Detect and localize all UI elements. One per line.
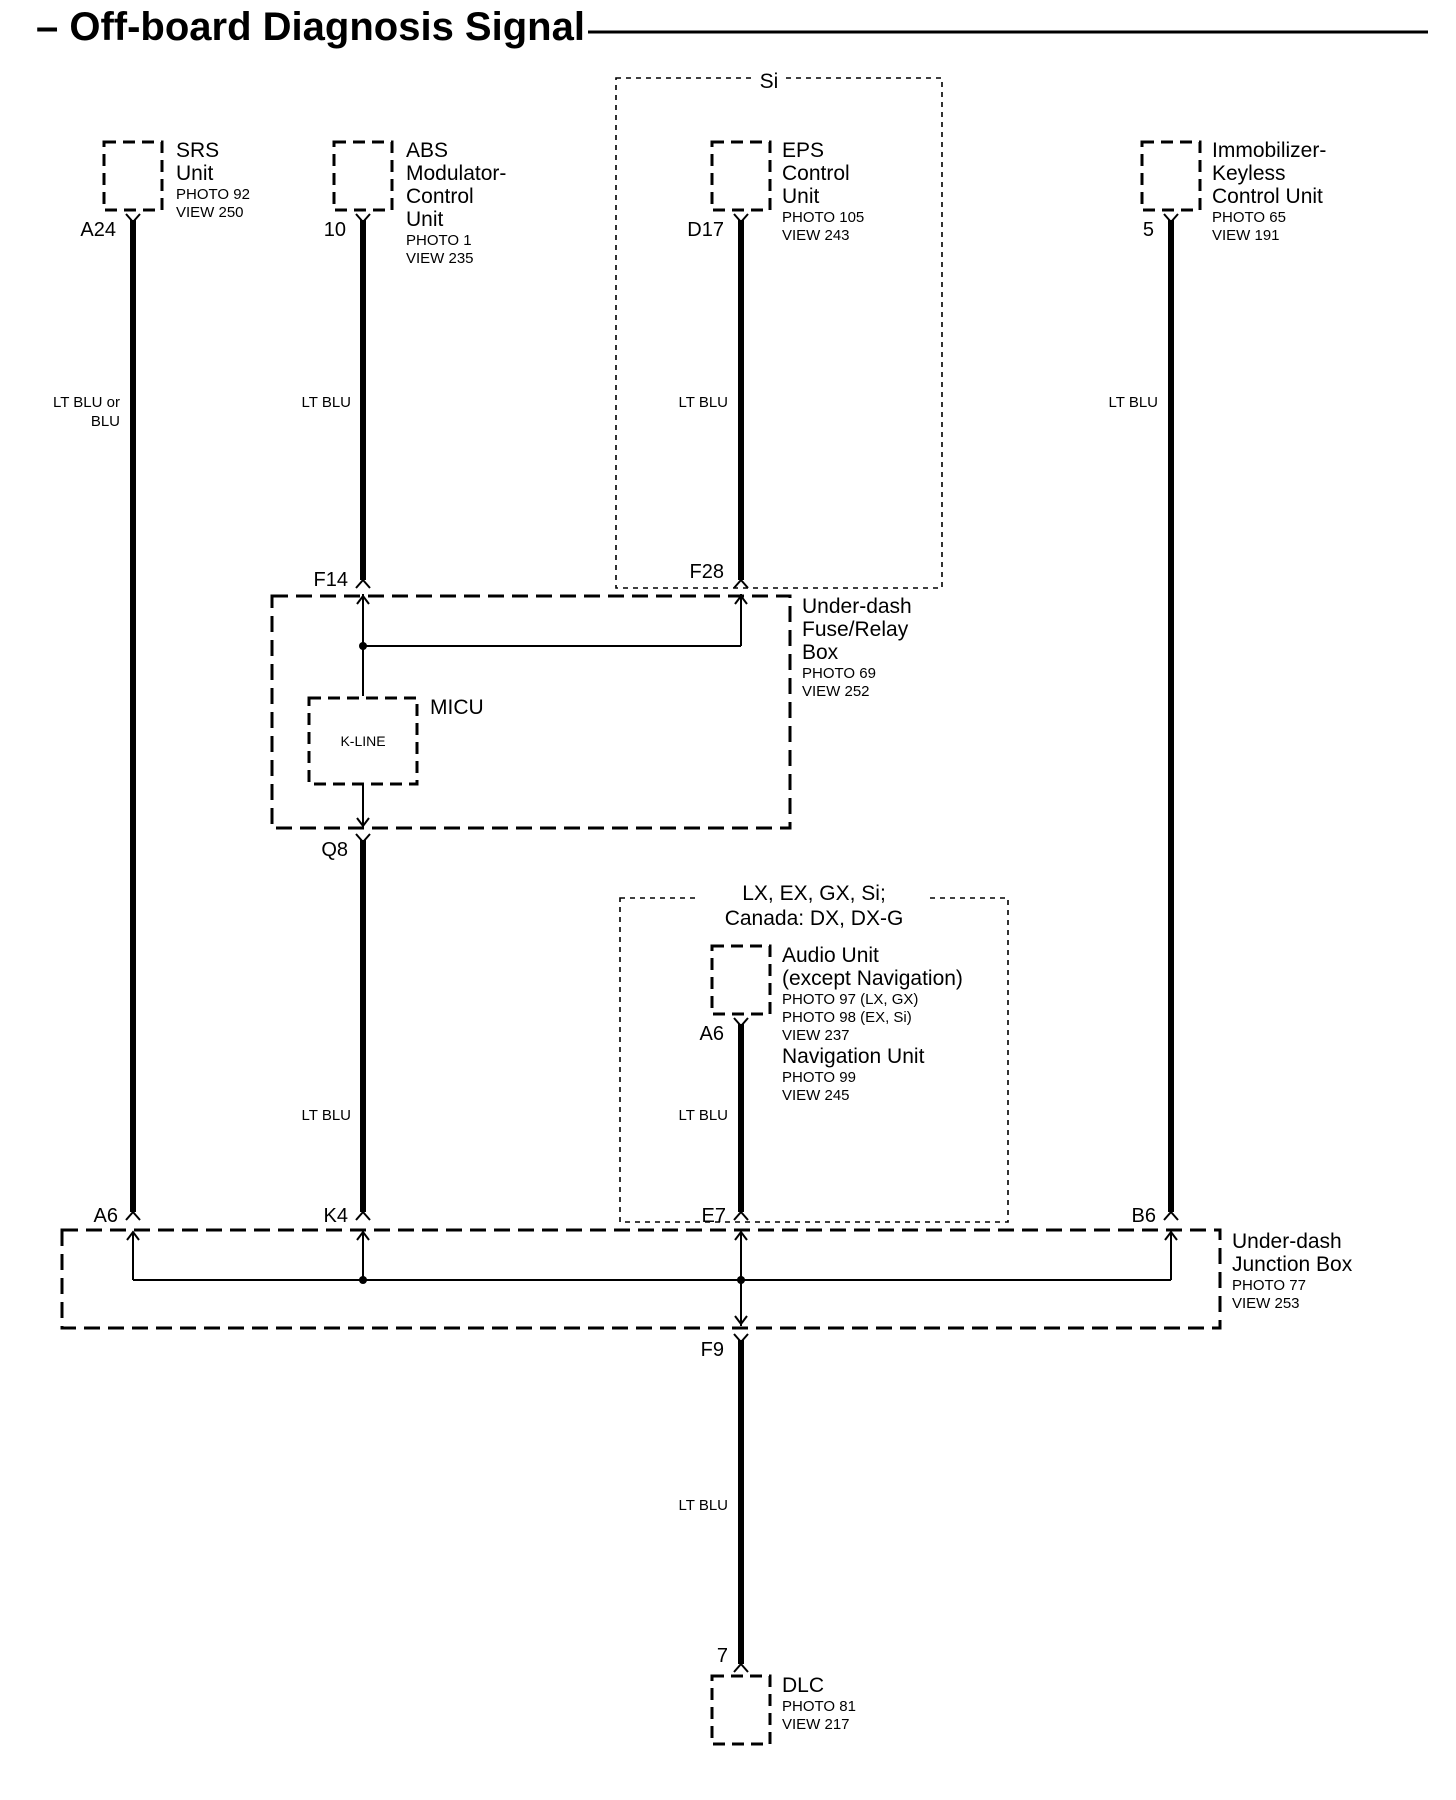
navigation-unit-label: Navigation Unit PHOTO 99 VIEW 245 xyxy=(782,1045,925,1104)
eps-unit-connector xyxy=(710,140,772,212)
wire-color-micu: LT BLU xyxy=(302,1107,351,1124)
svg-text:PHOTO 99: PHOTO 99 xyxy=(782,1069,856,1086)
srs-unit-label: SRS Unit PHOTO 92 VIEW 250 xyxy=(176,139,250,221)
si-variant-label: Si xyxy=(760,70,779,93)
wire-color-abs: LT BLU xyxy=(302,394,351,411)
svg-text:VIEW 191: VIEW 191 xyxy=(1212,227,1280,244)
svg-text:VIEW 217: VIEW 217 xyxy=(782,1716,850,1733)
junction-box-label: Under-dash Junction Box PHOTO 77 VIEW 25… xyxy=(1232,1230,1353,1312)
svg-text:SRS: SRS xyxy=(176,139,219,162)
abs-unit-connector xyxy=(332,140,394,212)
svg-text:PHOTO 69: PHOTO 69 xyxy=(802,665,876,682)
svg-text:Control: Control xyxy=(782,162,850,185)
svg-text:Modulator-: Modulator- xyxy=(406,162,506,185)
pin-e7: E7 xyxy=(702,1205,726,1227)
svg-text:PHOTO 1: PHOTO 1 xyxy=(406,232,472,249)
svg-text:Audio Unit: Audio Unit xyxy=(782,944,879,967)
audio-variant-label-2: Canada: DX, DX-G xyxy=(725,907,904,930)
svg-text:PHOTO 77: PHOTO 77 xyxy=(1232,1277,1306,1294)
micu-k-line-label: K-LINE xyxy=(340,733,385,749)
svg-text:Control Unit: Control Unit xyxy=(1212,185,1323,208)
audio-unit-connector xyxy=(710,944,772,1016)
wire-color-immobilizer: LT BLU xyxy=(1109,394,1158,411)
pin-d17: D17 xyxy=(687,219,724,241)
svg-text:Immobilizer-: Immobilizer- xyxy=(1212,139,1326,162)
wire-color-audio: LT BLU xyxy=(679,1107,728,1124)
fuse-relay-box-label: Under-dash Fuse/Relay Box PHOTO 69 VIEW … xyxy=(802,595,912,700)
svg-text:Unit: Unit xyxy=(782,185,820,208)
immobilizer-unit-label: Immobilizer- Keyless Control Unit PHOTO … xyxy=(1212,139,1326,244)
svg-text:BLU: BLU xyxy=(91,413,120,430)
svg-text:PHOTO 81: PHOTO 81 xyxy=(782,1698,856,1715)
pin-5: 5 xyxy=(1143,219,1154,241)
svg-text:VIEW 253: VIEW 253 xyxy=(1232,1295,1300,1312)
pin-f9: F9 xyxy=(701,1339,724,1361)
srs-unit-connector xyxy=(102,140,164,212)
svg-text:Unit: Unit xyxy=(176,162,214,185)
svg-text:Junction Box: Junction Box xyxy=(1232,1253,1353,1276)
immobilizer-unit-connector xyxy=(1140,140,1202,212)
svg-text:(except Navigation): (except Navigation) xyxy=(782,967,963,990)
svg-text:PHOTO 65: PHOTO 65 xyxy=(1212,209,1286,226)
pin-a6-junction: A6 xyxy=(94,1205,118,1227)
eps-unit-label: EPS Control Unit PHOTO 105 VIEW 243 xyxy=(782,139,864,244)
svg-text:Fuse/Relay: Fuse/Relay xyxy=(802,618,909,641)
svg-text:Keyless: Keyless xyxy=(1212,162,1286,185)
pin-b6: B6 xyxy=(1132,1205,1156,1227)
dlc-connector xyxy=(710,1674,772,1746)
wire-color-dlc: LT BLU xyxy=(679,1497,728,1514)
abs-unit-label: ABS Modulator- Control Unit PHOTO 1 VIEW… xyxy=(406,139,506,267)
svg-text:Unit: Unit xyxy=(406,208,444,231)
micu-label: MICU xyxy=(430,696,484,719)
si-variant-box xyxy=(615,77,943,589)
fuse-relay-box xyxy=(270,594,792,830)
svg-text:VIEW 250: VIEW 250 xyxy=(176,204,244,221)
svg-text:VIEW 252: VIEW 252 xyxy=(802,683,870,700)
svg-text:VIEW 245: VIEW 245 xyxy=(782,1087,850,1104)
svg-text:Under-dash: Under-dash xyxy=(802,595,912,618)
svg-text:LT BLU or: LT BLU or xyxy=(53,394,120,411)
svg-text:PHOTO 105: PHOTO 105 xyxy=(782,209,864,226)
svg-text:PHOTO 97 (LX, GX): PHOTO 97 (LX, GX) xyxy=(782,991,918,1008)
pin-f28: F28 xyxy=(690,561,724,583)
pin-7: 7 xyxy=(717,1645,728,1667)
audio-variant-label-1: LX, EX, GX, Si; xyxy=(742,882,886,905)
diagram-title: – Off-board Diagnosis Signal xyxy=(36,5,585,49)
pin-q8: Q8 xyxy=(321,839,348,861)
pin-f14: F14 xyxy=(314,569,348,591)
svg-text:PHOTO 98 (EX, Si): PHOTO 98 (EX, Si) xyxy=(782,1009,912,1026)
wire-color-eps: LT BLU xyxy=(679,394,728,411)
svg-text:ABS: ABS xyxy=(406,139,448,162)
svg-text:VIEW 235: VIEW 235 xyxy=(406,250,474,267)
pin-a24: A24 xyxy=(80,219,116,241)
svg-text:Box: Box xyxy=(802,641,839,664)
pin-10: 10 xyxy=(324,219,346,241)
dlc-label: DLC PHOTO 81 VIEW 217 xyxy=(782,1674,856,1733)
svg-text:PHOTO 92: PHOTO 92 xyxy=(176,186,250,203)
svg-text:Navigation Unit: Navigation Unit xyxy=(782,1045,925,1068)
svg-text:VIEW 243: VIEW 243 xyxy=(782,227,850,244)
audio-unit-label: Audio Unit (except Navigation) PHOTO 97 … xyxy=(782,944,963,1044)
pin-a6-audio: A6 xyxy=(700,1023,724,1045)
svg-text:DLC: DLC xyxy=(782,1674,824,1697)
wire-color-srs: LT BLU or BLU xyxy=(53,394,120,430)
svg-text:VIEW 237: VIEW 237 xyxy=(782,1027,850,1044)
svg-text:Under-dash: Under-dash xyxy=(1232,1230,1342,1253)
svg-text:Control: Control xyxy=(406,185,474,208)
pin-k4: K4 xyxy=(324,1205,348,1227)
svg-text:EPS: EPS xyxy=(782,139,824,162)
junction-box xyxy=(60,1228,1222,1330)
